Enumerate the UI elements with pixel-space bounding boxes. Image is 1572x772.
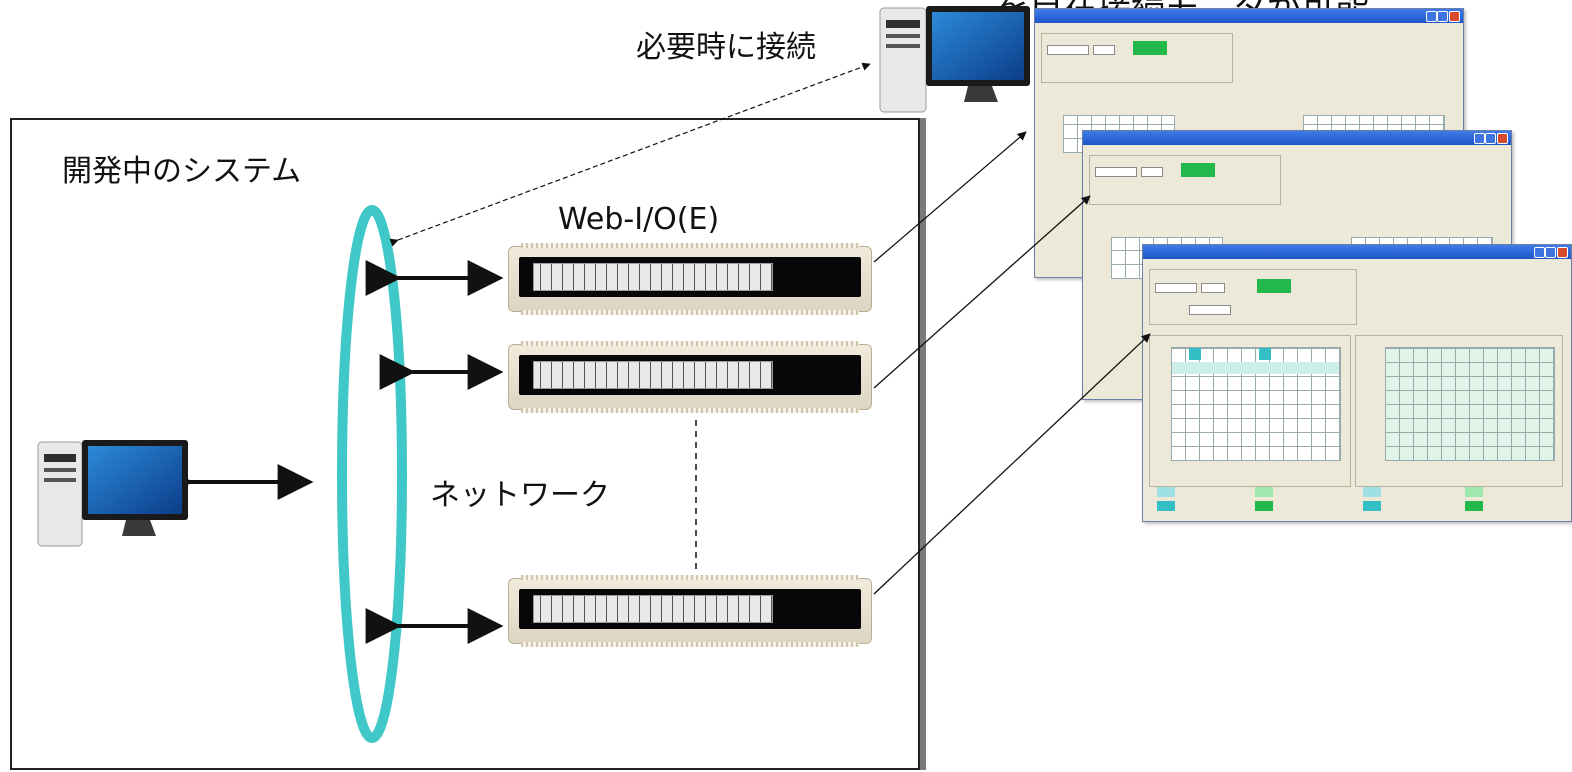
system-title: 開発中のシステム	[62, 154, 302, 189]
terminal-block	[533, 595, 773, 623]
web-io-device-3	[508, 575, 872, 647]
monitor-link-3	[873, 333, 1151, 595]
desktop-computer-icon	[879, 6, 1030, 113]
network-ring	[337, 205, 407, 743]
network-label: ネットワーク	[430, 478, 610, 513]
monitor-window-3	[1142, 244, 1572, 522]
terminal-block	[533, 263, 773, 291]
web-io-device-2	[508, 341, 872, 413]
terminal-block	[533, 361, 773, 389]
on-demand-label: 必要時に接続	[636, 30, 816, 65]
monitor-link-2	[873, 195, 1091, 389]
web-io-device-1	[508, 243, 872, 315]
monitor-link-1	[873, 131, 1027, 263]
desktop-computer-icon	[37, 440, 188, 547]
on-demand-connection	[389, 62, 871, 247]
